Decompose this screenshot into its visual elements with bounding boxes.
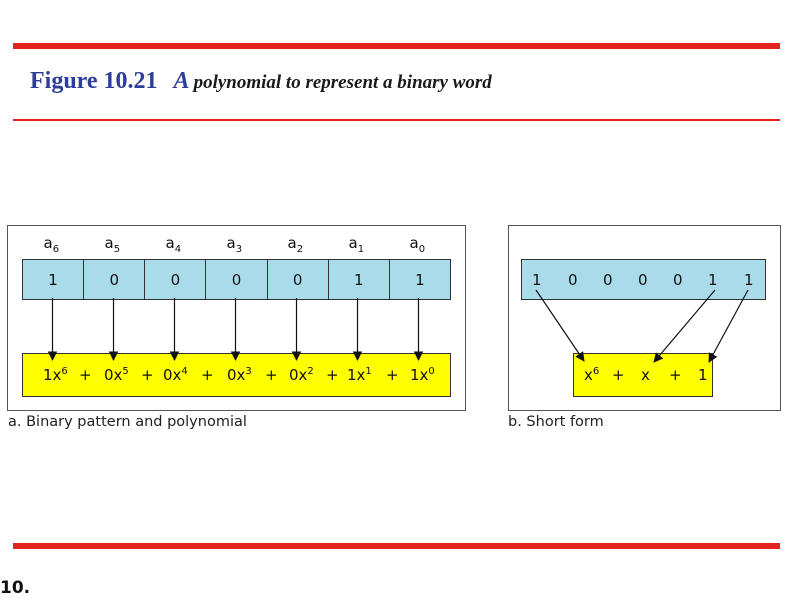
top-rule xyxy=(13,43,780,49)
polynomial-term: 1x1 xyxy=(347,366,372,384)
arrow-bit1-to-x xyxy=(653,289,716,363)
coefficient-label: a2 xyxy=(287,234,304,255)
short-form-bit: 0 xyxy=(673,270,683,289)
plus-sign: + xyxy=(201,366,214,384)
bit-cell: 1 xyxy=(48,270,58,289)
plus-sign: + xyxy=(326,366,339,384)
short-form-term: 1 xyxy=(698,366,708,384)
coefficient-label: a1 xyxy=(348,234,365,255)
figure-title-text: polynomial to represent a binary word xyxy=(193,72,492,93)
bottom-rule xyxy=(13,543,780,549)
title-underline xyxy=(13,119,780,121)
coefficient-label: a4 xyxy=(165,234,182,255)
page-number: 10. xyxy=(0,578,31,598)
plus-sign: + xyxy=(386,366,399,384)
coefficient-label: a0 xyxy=(409,234,426,255)
short-form-bit: 0 xyxy=(568,270,578,289)
bit-cell: 0 xyxy=(266,260,328,299)
coefficient-label: a5 xyxy=(104,234,121,255)
plus-sign: + xyxy=(265,366,278,384)
figure-title-lead: A xyxy=(173,68,190,94)
plus-sign: + xyxy=(141,366,154,384)
polynomial-term: 1x6 xyxy=(43,366,68,384)
short-form-bit: 1 xyxy=(708,270,718,289)
figure-number: Figure 10.21 xyxy=(30,68,158,94)
polynomial-term: 0x3 xyxy=(227,366,252,384)
coefficient-label: a6 xyxy=(43,234,60,255)
short-form-bit: 1 xyxy=(744,270,754,289)
short-form-bit: 0 xyxy=(638,270,648,289)
coefficient-label: a3 xyxy=(226,234,243,255)
polynomial-term: 0x2 xyxy=(289,366,314,384)
polynomial-term: 0x5 xyxy=(104,366,129,384)
arrow-bit0-to-1 xyxy=(708,289,749,363)
panel-b-caption: b. Short form xyxy=(508,414,604,430)
plus-sign: + xyxy=(669,366,682,384)
short-form-bit: 1 xyxy=(532,270,542,289)
polynomial-term: 1x0 xyxy=(410,366,435,384)
short-form-term: x xyxy=(641,366,650,384)
bit-cell: 1 xyxy=(327,260,389,299)
bit-cell: 1 xyxy=(388,260,450,299)
panel-a-caption: a. Binary pattern and polynomial xyxy=(8,414,247,430)
plus-sign: + xyxy=(612,366,625,384)
polynomial-term: 0x4 xyxy=(163,366,188,384)
plus-sign: + xyxy=(79,366,92,384)
bit-cell: 0 xyxy=(205,260,266,299)
short-form-binary-row: 1 0 0 0 0 1 1 xyxy=(521,259,766,300)
short-form-bit: 0 xyxy=(603,270,613,289)
bit-cell: 0 xyxy=(144,260,205,299)
arrow-bit6-to-x6 xyxy=(535,289,585,362)
bit-cell: 0 xyxy=(83,260,144,299)
short-form-polynomial-box: x6 x 1 + + xyxy=(573,353,713,397)
short-form-term: x6 xyxy=(584,366,600,384)
